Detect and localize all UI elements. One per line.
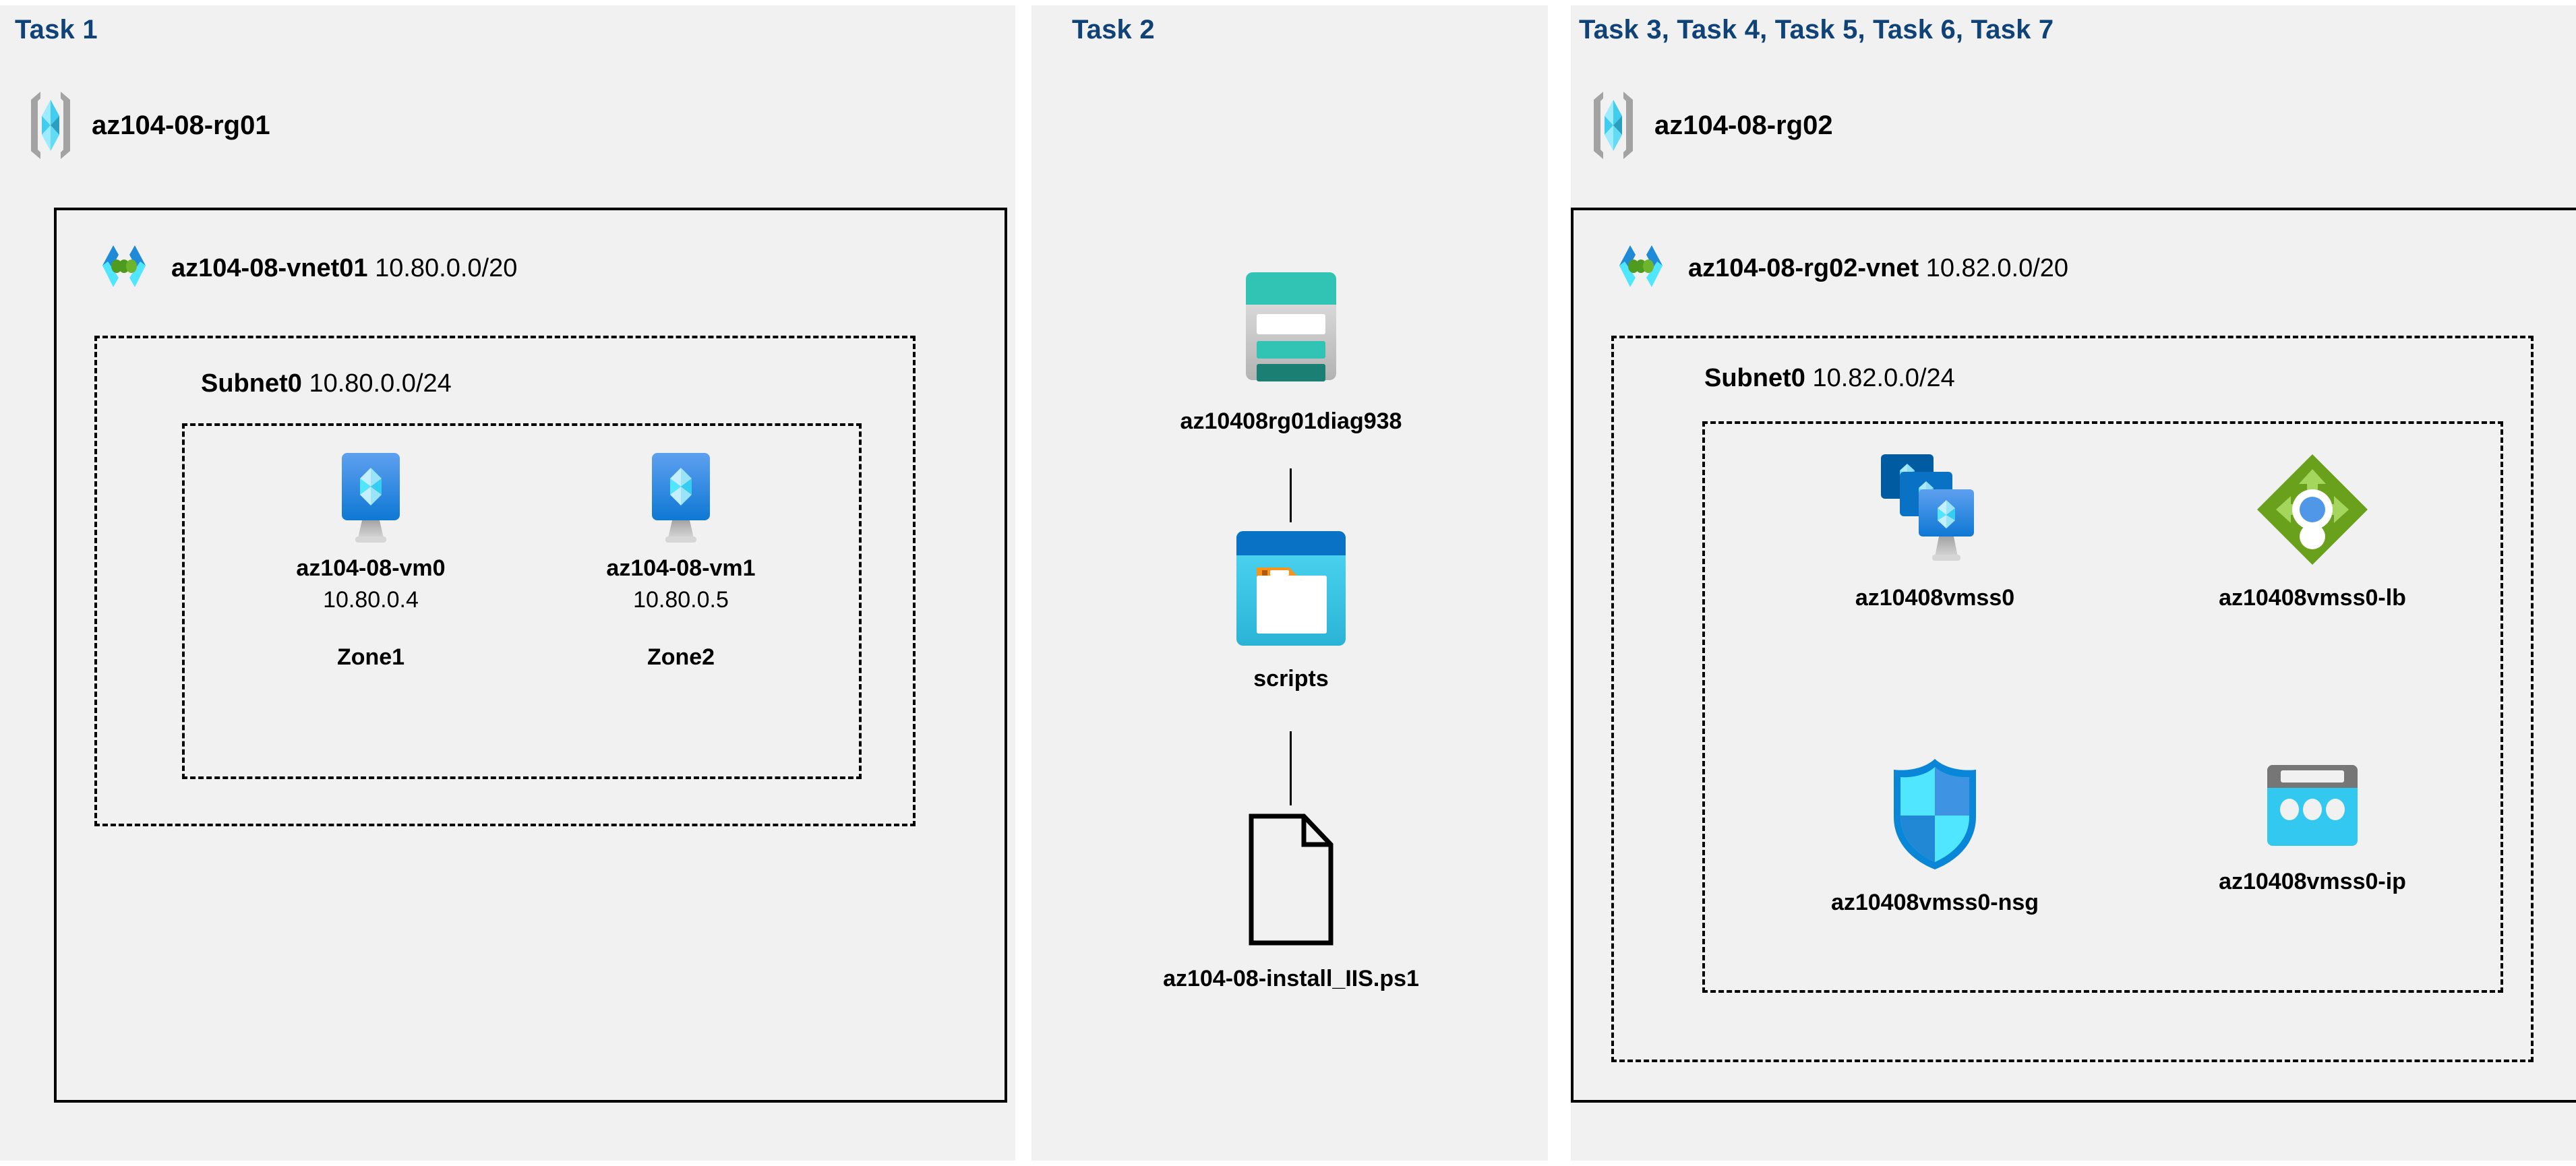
- public-ip-node[interactable]: az10408vmss0-ip: [2151, 758, 2474, 896]
- virtual-machine-icon: [637, 450, 725, 545]
- vnet-title-task3: az104-08-rg02-vnet 10.82.0.0/20: [1688, 254, 2068, 283]
- blob-container-node[interactable]: scripts: [1146, 526, 1436, 694]
- vm-ip: 10.80.0.5: [633, 586, 729, 613]
- task-label-task2: Task 2: [1072, 15, 1155, 44]
- resource-group-task1: az104-08-rg01: [24, 89, 270, 162]
- vm-zone: Zone1: [336, 644, 405, 670]
- resource-group-name: az104-08-rg01: [92, 110, 270, 140]
- subnet-title-task3: Subnet0 10.82.0.0/24: [1704, 364, 1955, 393]
- vnet-box-task1: [54, 208, 1007, 1103]
- vnet-name: az104-08-vnet01: [171, 253, 368, 282]
- resource-group-box-task3: [1702, 421, 2503, 993]
- vmss-node[interactable]: az10408vmss0: [1773, 450, 2097, 613]
- connector-scripts-to-file: [1290, 731, 1292, 805]
- vm-ip: 10.80.0.4: [323, 586, 419, 613]
- vnet-box-task3: [1571, 208, 2576, 1103]
- blob-container-name: scripts: [1253, 666, 1329, 692]
- vm-node-az104-08-vm1[interactable]: az104-08-vm1 10.80.0.5 Zone2: [587, 450, 775, 671]
- vmss-name: az10408vmss0: [1855, 585, 2015, 611]
- public-ip-address-icon: [2262, 758, 2363, 853]
- public-ip-name: az10408vmss0-ip: [2219, 869, 2406, 894]
- nsg-node[interactable]: az10408vmss0-nsg: [1773, 755, 2097, 917]
- load-balancer-name: az10408vmss0-lb: [2219, 585, 2406, 611]
- vm-group-box-task1: [182, 423, 862, 779]
- virtual-network-icon: [1610, 237, 1672, 299]
- load-balancer-node[interactable]: az10408vmss0-lb: [2151, 450, 2474, 613]
- storage-account-node[interactable]: az10408rg01diag938: [1079, 263, 1503, 436]
- connector-storage-to-scripts: [1290, 468, 1292, 522]
- network-security-group-icon: [1884, 755, 1985, 873]
- file-name: az104-08-install_IIS.ps1: [1163, 966, 1419, 991]
- vnet-cidr: 10.82.0.0/20: [1925, 253, 2069, 282]
- vnet-header-task3: az104-08-rg02-vnet 10.82.0.0/20: [1610, 237, 2068, 299]
- resource-group-task3: az104-08-rg02: [1587, 89, 1833, 162]
- task-label-task3: Task 3, Task 4, Task 5, Task 6, Task 7: [1579, 15, 2054, 44]
- vm-name: az104-08-vm0: [296, 555, 446, 581]
- nsg-name: az10408vmss0-nsg: [1830, 890, 2039, 915]
- vm-name: az104-08-vm1: [606, 555, 756, 581]
- subnet-name: Subnet0: [201, 369, 302, 398]
- load-balancer-icon: [2253, 450, 2372, 569]
- file-node[interactable]: az104-08-install_IIS.ps1: [1079, 812, 1503, 993]
- vm-node-az104-08-vm0[interactable]: az104-08-vm0 10.80.0.4 Zone1: [276, 450, 465, 671]
- vm-zone: Zone2: [647, 644, 715, 670]
- panel-task3: [1571, 5, 2576, 1161]
- subnet-title-task1: Subnet0 10.80.0.0/24: [201, 369, 452, 398]
- virtual-network-icon: [93, 237, 155, 299]
- vnet-cidr: 10.80.0.0/20: [375, 253, 518, 282]
- subnet-cidr: 10.82.0.0/24: [1812, 364, 1955, 392]
- storage-account-icon: [1227, 263, 1355, 391]
- virtual-machine-icon: [327, 450, 415, 545]
- subnet-box-task1: [94, 336, 916, 826]
- subnet-cidr: 10.80.0.0/24: [309, 369, 452, 398]
- subnet-name: Subnet0: [1704, 364, 1805, 392]
- subnet-box-task3: [1611, 336, 2534, 1062]
- panel-task1: [0, 5, 1015, 1161]
- vnet-title-task1: az104-08-vnet01 10.80.0.0/20: [171, 254, 517, 283]
- resource-group-name: az104-08-rg02: [1654, 110, 1833, 140]
- file-icon: [1247, 812, 1335, 947]
- vnet-header-task1: az104-08-vnet01 10.80.0.0/20: [93, 237, 517, 299]
- resource-group-icon: [1587, 89, 1640, 162]
- blob-container-icon: [1228, 526, 1354, 651]
- task-label-task1: Task 1: [15, 15, 98, 44]
- vm-scale-set-icon: [1874, 450, 1996, 572]
- resource-group-icon: [24, 89, 77, 162]
- storage-account-name: az10408rg01diag938: [1180, 408, 1402, 434]
- vnet-name: az104-08-rg02-vnet: [1688, 253, 1919, 282]
